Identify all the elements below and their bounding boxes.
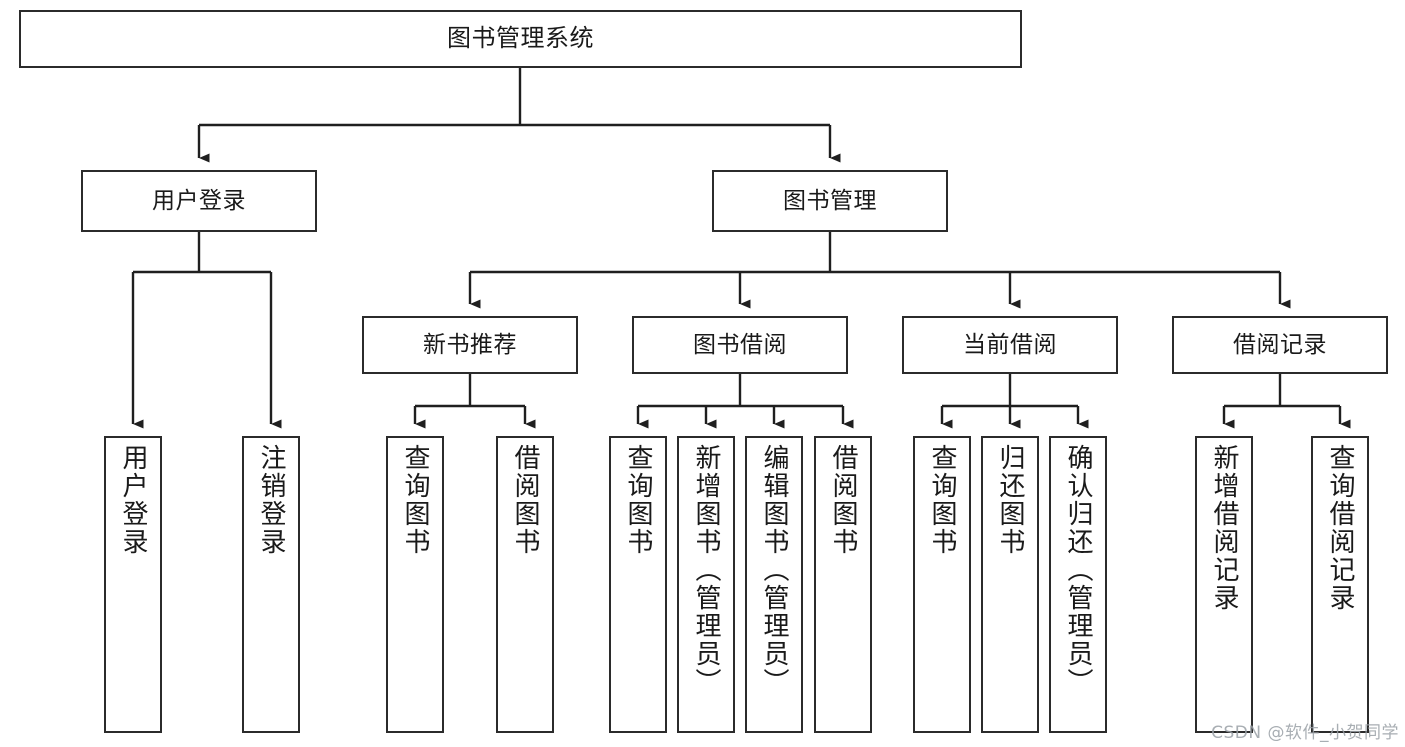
node-current-borrowing[interactable]: 当前借阅 — [902, 316, 1118, 374]
node-label: 用户登录 — [152, 187, 246, 214]
node-label: 归还图书 — [995, 444, 1025, 556]
node-user-login[interactable]: 用户登录 — [81, 170, 317, 232]
node-label: 编辑图书（管理员） — [759, 444, 789, 696]
node-leaf-borrow-book[interactable]: 借阅图书 — [814, 436, 872, 733]
node-leaf-query-book-current[interactable]: 查询图书 — [913, 436, 971, 733]
node-label: 注销登录 — [256, 444, 286, 556]
node-label: 用户登录 — [118, 444, 148, 556]
node-label: 新增图书（管理员） — [691, 444, 721, 696]
node-leaf-add-book-admin[interactable]: 新增图书（管理员） — [677, 436, 735, 733]
node-new-book-recommendation[interactable]: 新书推荐 — [362, 316, 578, 374]
node-leaf-query-book-new[interactable]: 查询图书 — [386, 436, 444, 733]
node-leaf-confirm-return-admin[interactable]: 确认归还（管理员） — [1049, 436, 1107, 733]
node-leaf-borrow-book-new[interactable]: 借阅图书 — [496, 436, 554, 733]
node-label: 借阅图书 — [510, 444, 540, 556]
node-leaf-user-login[interactable]: 用户登录 — [104, 436, 162, 733]
node-label: 新增借阅记录 — [1209, 444, 1239, 612]
node-label: 查询图书 — [400, 444, 430, 556]
node-label: 查询借阅记录 — [1325, 444, 1355, 612]
node-book-management[interactable]: 图书管理 — [712, 170, 948, 232]
node-book-borrowing[interactable]: 图书借阅 — [632, 316, 848, 374]
node-leaf-query-book-borrow[interactable]: 查询图书 — [609, 436, 667, 733]
node-label: 图书管理系统 — [447, 24, 594, 53]
node-label: 查询图书 — [623, 444, 653, 556]
csdn-watermark: CSDN @软件_小贺同学 — [1211, 723, 1399, 743]
node-root-book-management-system[interactable]: 图书管理系统 — [19, 10, 1022, 68]
node-leaf-query-borrow-record[interactable]: 查询借阅记录 — [1311, 436, 1369, 733]
node-leaf-logout[interactable]: 注销登录 — [242, 436, 300, 733]
node-label: 新书推荐 — [423, 331, 517, 358]
node-leaf-edit-book-admin[interactable]: 编辑图书（管理员） — [745, 436, 803, 733]
node-label: 借阅图书 — [828, 444, 858, 556]
node-label: 图书管理 — [783, 187, 877, 214]
node-borrowing-record[interactable]: 借阅记录 — [1172, 316, 1388, 374]
node-label: 图书借阅 — [693, 331, 787, 358]
node-leaf-add-borrow-record[interactable]: 新增借阅记录 — [1195, 436, 1253, 733]
node-label: 确认归还（管理员） — [1063, 444, 1093, 696]
node-label: 当前借阅 — [963, 331, 1057, 358]
node-leaf-return-book[interactable]: 归还图书 — [981, 436, 1039, 733]
node-label: 借阅记录 — [1233, 331, 1327, 358]
node-label: 查询图书 — [927, 444, 957, 556]
